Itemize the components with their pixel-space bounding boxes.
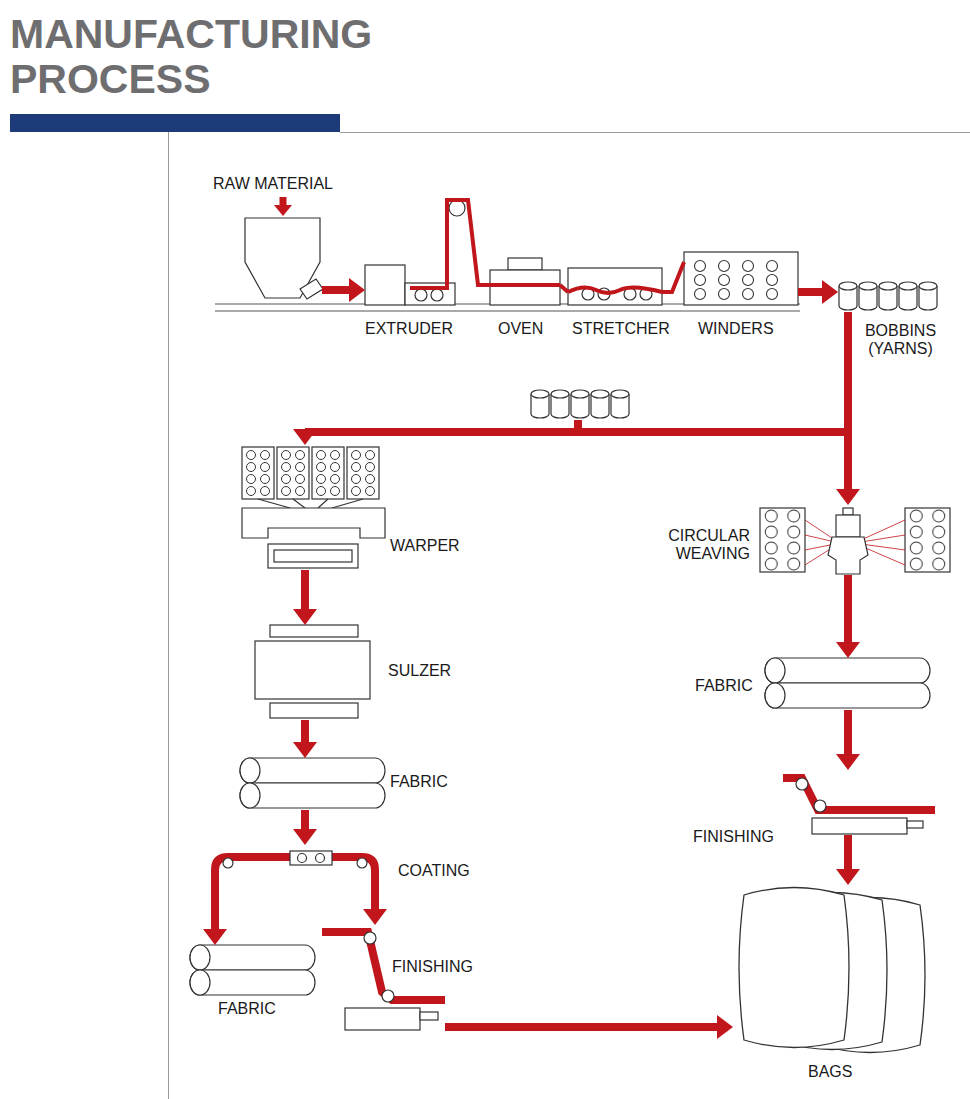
arrow-head [293,429,317,445]
connector-line [560,285,568,292]
stage-label: WINDERS [698,320,774,338]
arrow-head [836,642,860,658]
arrow-head [203,929,227,945]
arrow-head [836,869,860,885]
connector-line [211,883,219,930]
process-stage: COATING [205,845,385,883]
arrow-head [293,742,317,758]
arrow-head [293,829,317,845]
flow-arrow [293,720,317,758]
process-stage: WARPER [242,445,385,570]
flow-arrow [836,312,860,505]
connector-line [844,312,852,490]
connector-line [844,575,852,643]
process-stage: CIRCULAR WEAVING [760,505,950,575]
stage-label: FABRIC [695,677,753,695]
process-stage: FABRIC [190,945,315,995]
bags-illustration [739,888,925,1053]
stage-label: COATING [398,862,470,880]
arrow-head [822,280,838,304]
stage-label: OVEN [498,320,543,338]
stage-label: FINISHING [693,828,774,846]
warper-machine [242,447,385,568]
process-stage: EXTRUDER [365,265,455,305]
connector-line [322,286,350,294]
stage-label: EXTRUDER [365,320,453,338]
arrow-head [293,609,317,625]
connector-line [301,720,309,743]
connector-line [301,570,309,610]
connector-line [844,835,852,870]
connector-line [445,1023,718,1031]
flow-arrow [363,883,387,925]
process-stage: BOBBINS (YARNS) [838,280,940,312]
flow-arrow [203,883,227,945]
flow-arrow [322,278,365,302]
connector-line [662,262,684,292]
coating-unit [215,851,375,883]
process-stage: STRETCHER [568,268,662,305]
flow-arrow [293,570,317,625]
flow-arrow [293,312,848,445]
process-stage: BAGS [733,885,933,1050]
arrow-head [717,1015,733,1039]
connector-line [447,200,490,285]
production-line [215,197,937,432]
connector-line [844,710,852,755]
process-stage: SULZER [255,625,370,720]
stage-label: CIRCULAR WEAVING [650,527,750,563]
arrow-head [349,278,365,302]
flow-arrow [293,810,317,845]
connector-line [371,883,379,910]
arrow-head [836,754,860,770]
yarn-path [560,285,568,292]
process-stage: RAW MATERIAL [245,218,322,302]
process-stage: FINISHING [783,770,935,835]
arrow-head [363,909,387,925]
flow-arrow [836,835,860,885]
yarn-path [662,262,684,292]
process-stage: OVEN [490,258,560,305]
stage-label: WARPER [390,537,460,555]
stage-label: BAGS [808,1063,852,1081]
stage-label: FINISHING [392,958,473,976]
stage-label: STRETCHER [572,320,670,338]
process-stage: FINISHING [320,925,445,1030]
stage-label: FABRIC [218,1000,276,1018]
process-stage: FABRIC [240,758,385,810]
connector-line [305,312,848,432]
process-stage: WINDERS [684,252,798,305]
connector-line [798,288,823,296]
page-title: MANUFACTURING PROCESS [10,12,430,102]
sulzer-loom [255,625,370,718]
stage-label: SULZER [388,662,451,680]
stage-label: BOBBINS (YARNS) [858,322,943,358]
process-stage: FABRIC [765,658,930,710]
flow-arrow [445,1015,733,1039]
stage-label: FABRIC [390,773,448,791]
flow-arrow [798,280,838,304]
connector-line [301,810,309,830]
arrow-head [836,489,860,505]
flow-arrow [836,710,860,770]
flow-arrow [836,575,860,658]
circular-loom [760,508,950,574]
stage-label: RAW MATERIAL [213,175,333,193]
yarn-path [447,200,490,285]
page-frame [10,114,970,1099]
